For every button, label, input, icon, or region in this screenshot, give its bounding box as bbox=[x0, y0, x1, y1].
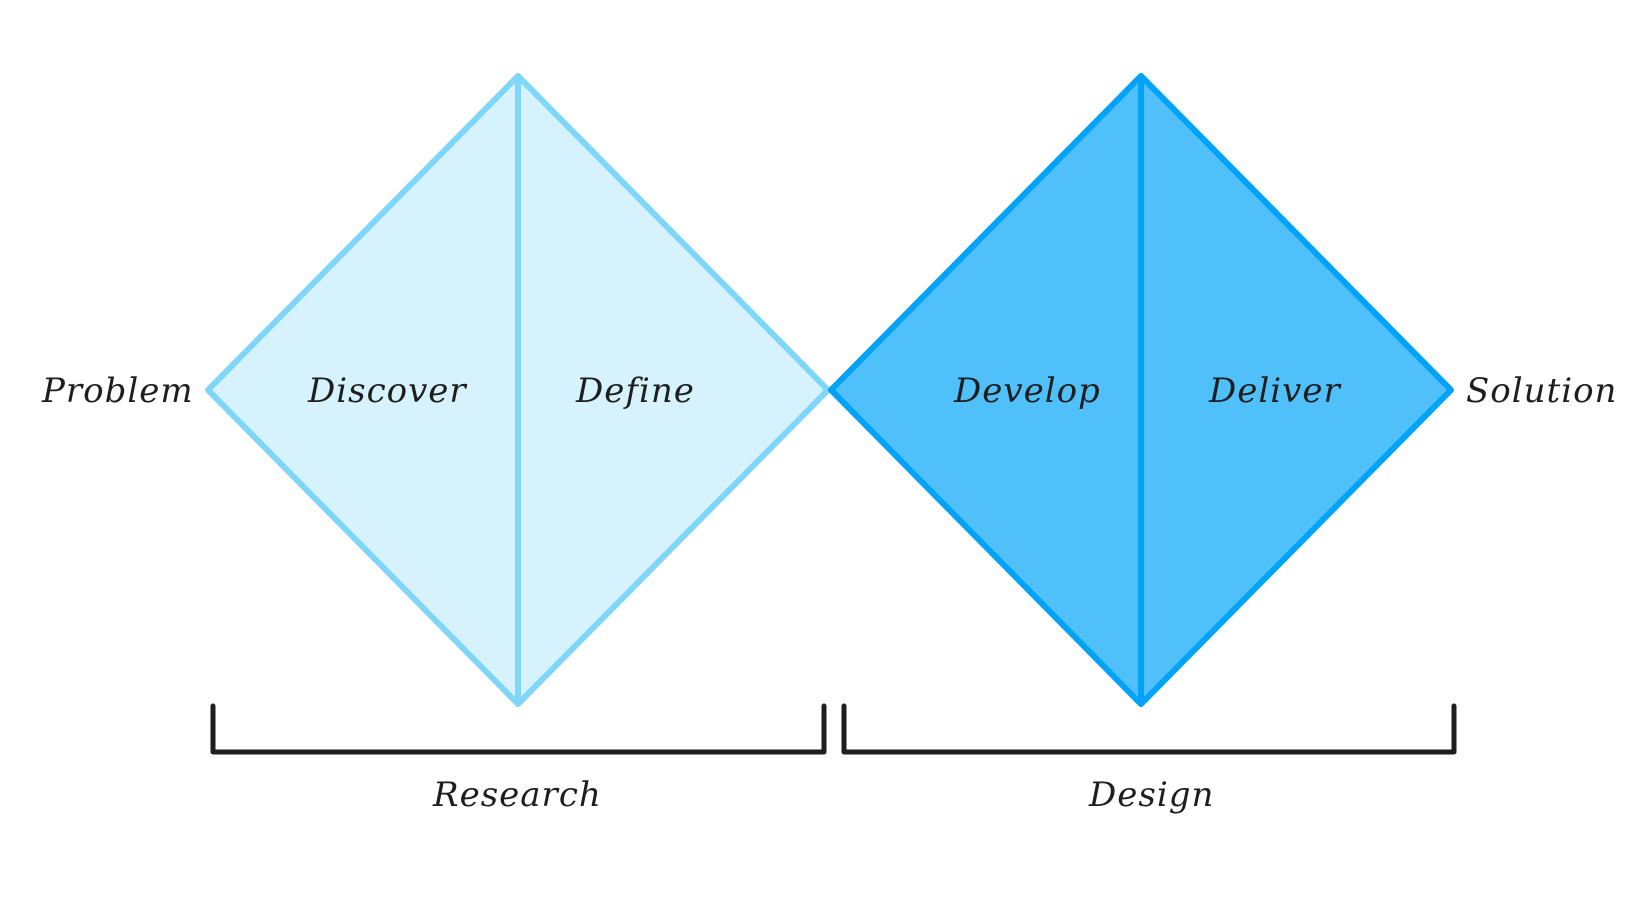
design-bracket bbox=[841, 703, 1457, 755]
deliver-label: Deliver bbox=[1208, 371, 1341, 411]
develop-label: Develop bbox=[953, 371, 1101, 411]
problem-label: Problem bbox=[41, 371, 194, 411]
design-label: Design bbox=[1088, 775, 1214, 815]
define-label: Define bbox=[575, 371, 695, 411]
research-bracket bbox=[210, 703, 827, 755]
design-diamond bbox=[828, 73, 1454, 707]
discover-label: Discover bbox=[307, 371, 467, 411]
solution-label: Solution bbox=[1466, 371, 1617, 411]
research-diamond bbox=[205, 73, 831, 707]
research-label: Research bbox=[432, 775, 602, 815]
